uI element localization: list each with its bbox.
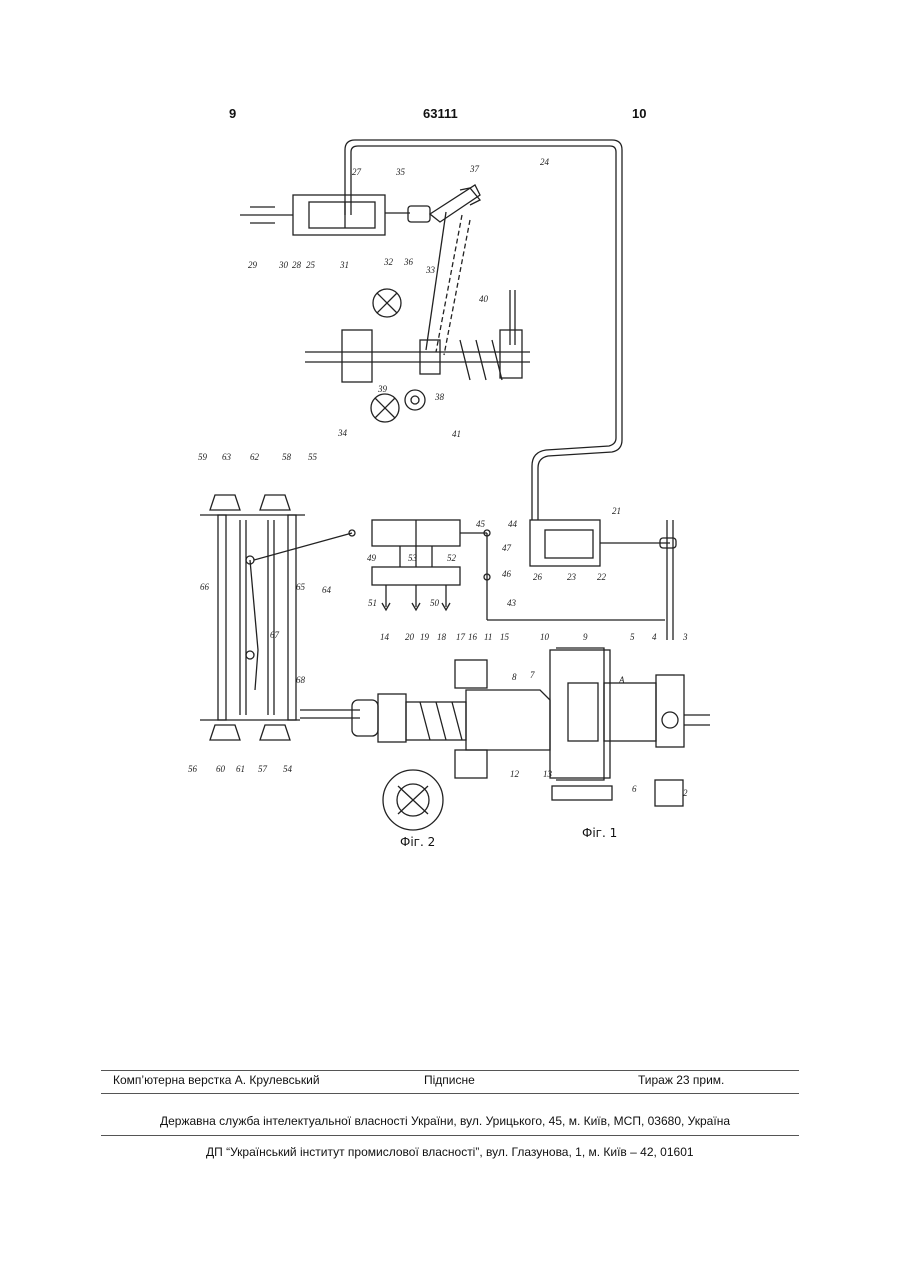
reference-numeral: 36	[403, 257, 414, 267]
reference-numeral: 32	[383, 257, 394, 267]
reference-numeral: 60	[216, 764, 226, 774]
reference-numeral: 27	[352, 167, 362, 177]
reference-numeral: 49	[367, 553, 377, 563]
imprint-middle-rule	[101, 1093, 799, 1094]
reference-numeral: 5	[630, 632, 635, 642]
reference-numeral: 30	[278, 260, 289, 270]
reference-numeral: 35	[395, 167, 406, 177]
reference-numeral: 56	[188, 764, 198, 774]
layout-credit: Комп’ютерна верстка А. Крулевський	[113, 1073, 320, 1087]
reference-numeral: 4	[652, 632, 657, 642]
office-address: Державна служба інтелектуальної власност…	[160, 1114, 730, 1128]
reference-numeral: 51	[368, 598, 377, 608]
reference-numeral: 52	[447, 553, 457, 563]
reference-numeral: 67	[270, 630, 280, 640]
reference-numeral: 33	[425, 265, 436, 275]
imprint-top-rule	[101, 1070, 799, 1071]
reference-numeral: 6	[632, 784, 637, 794]
reference-numeral: 54	[283, 764, 293, 774]
reference-numeral: 26	[533, 572, 543, 582]
figure-1-caption: Фіг. 1	[582, 826, 617, 840]
reference-numeral: 62	[250, 452, 260, 462]
reference-numeral: 19	[420, 632, 430, 642]
reference-numeral: A	[618, 675, 625, 685]
reference-numeral: 61	[236, 764, 245, 774]
reference-numeral: 66	[200, 582, 210, 592]
reference-numeral: 25	[306, 260, 316, 270]
reference-numeral: 10	[540, 632, 550, 642]
reference-numeral: 64	[322, 585, 332, 595]
reference-numeral: 24	[540, 157, 550, 167]
reference-numeral: 34	[337, 428, 348, 438]
reference-numeral: 2	[683, 788, 688, 798]
reference-numeral: 68	[296, 675, 306, 685]
reference-numeral: 14	[380, 632, 390, 642]
reference-numeral: 16	[468, 632, 478, 642]
figure-2-caption: Фіг. 2	[400, 835, 435, 849]
reference-numeral: 13	[543, 769, 553, 779]
reference-numeral: 21	[612, 506, 621, 516]
reference-numeral: 47	[502, 543, 512, 553]
reference-numeral: 58	[282, 452, 292, 462]
reference-numeral: 40	[479, 294, 489, 304]
reference-numeral: 46	[502, 569, 512, 579]
reference-numeral: 50	[430, 598, 440, 608]
reference-numeral: 53	[408, 553, 418, 563]
institute-address: ДП “Український інститут промислової вла…	[206, 1145, 694, 1159]
reference-numeral: 55	[308, 452, 318, 462]
reference-numeral: 39	[377, 384, 388, 394]
reference-numeral: 44	[508, 519, 518, 529]
reference-numeral: 8	[512, 672, 517, 682]
reference-numeral: 28	[292, 260, 302, 270]
reference-numeral: 65	[296, 582, 306, 592]
reference-numeral: 29	[248, 260, 258, 270]
reference-numeral: 45	[476, 519, 486, 529]
reference-numeral: 23	[567, 572, 577, 582]
reference-numeral: 9	[583, 632, 588, 642]
reference-numeral: 57	[258, 764, 268, 774]
reference-numeral: 7	[530, 670, 535, 680]
reference-numeral: 22	[597, 572, 607, 582]
reference-numeral: 41	[452, 429, 461, 439]
reference-numeral: 12	[510, 769, 520, 779]
reference-numeral: 11	[484, 632, 492, 642]
circulation: Тираж 23 прим.	[638, 1073, 724, 1087]
reference-numeral: 43	[507, 598, 517, 608]
reference-numeral: 59	[198, 452, 208, 462]
reference-numeral: 38	[434, 392, 445, 402]
imprint-bottom-rule	[101, 1135, 799, 1136]
reference-numeral: 15	[500, 632, 510, 642]
reference-numeral: 17	[456, 632, 466, 642]
reference-numeral: 3	[682, 632, 688, 642]
reference-numeral: 31	[339, 260, 349, 270]
reference-numeral: 63	[222, 452, 232, 462]
reference-numeral: 37	[469, 164, 480, 174]
reference-numeral: 18	[437, 632, 447, 642]
signed-note: Підписне	[424, 1073, 475, 1087]
reference-numeral: 20	[405, 632, 415, 642]
